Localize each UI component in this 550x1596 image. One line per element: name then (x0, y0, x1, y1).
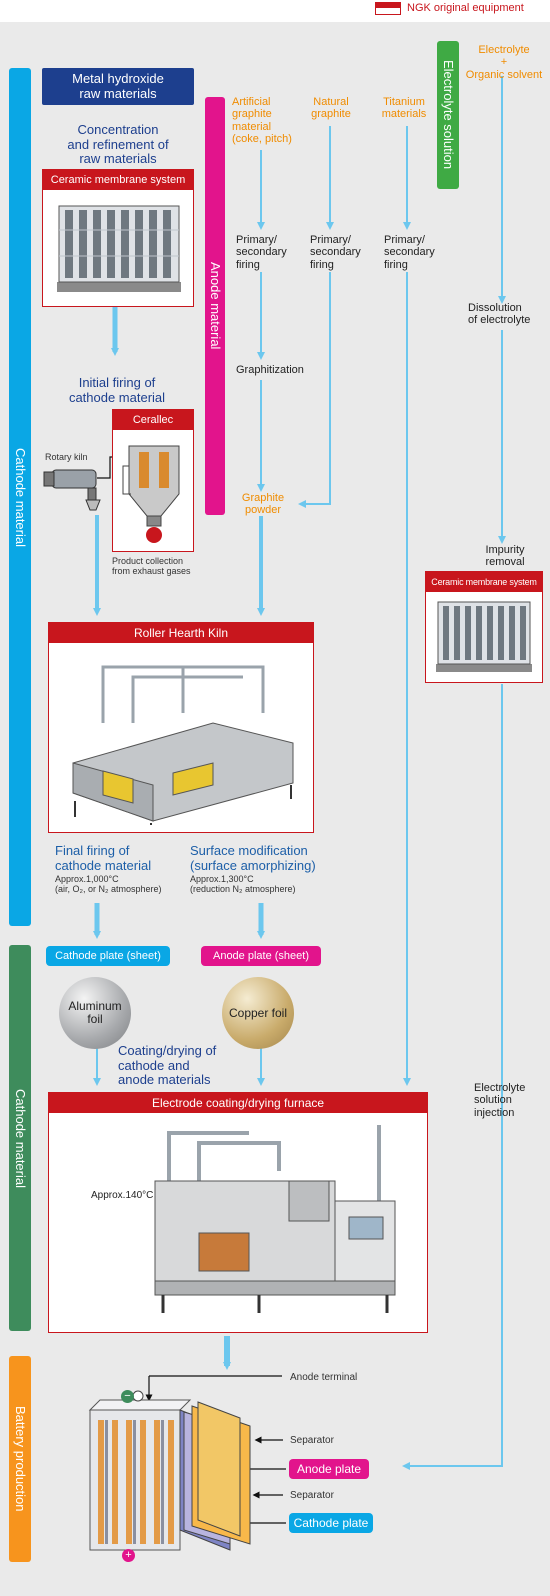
anode-terminal-label: Anode terminal (290, 1372, 358, 1383)
separator-label-1: Separator (290, 1435, 334, 1446)
graphite-powder-label: Graphite powder (241, 492, 285, 517)
anode-material-bar (205, 97, 225, 515)
coating-drying-label: Coating/drying of cathode and anode mate… (118, 1043, 217, 1088)
artificial-graphite-label: Artificial graphite material (coke, pitc… (232, 96, 292, 145)
furnace-temp-label: Approx.140°C (91, 1190, 154, 1201)
cathode-material-bar (9, 68, 31, 926)
surface-modification-detail: Approx.1,300°C (reduction N₂ atmosphere) (190, 874, 296, 895)
ceramic-membrane-card: Ceramic membrane system (42, 169, 194, 307)
graphitization-label: Graphitization (236, 364, 304, 376)
cathode-material-label: Cathode material (13, 447, 28, 547)
metal-hydroxide-label: Metal hydroxide raw materials (72, 71, 164, 101)
cathode-plate-badge: Cathode plate (289, 1513, 373, 1533)
copper-foil-circle: Copper foil (222, 977, 294, 1049)
injection-label: Electrolyte solution injection (474, 1082, 526, 1119)
metal-hydroxide-box (42, 68, 194, 105)
electrolyte-membrane-illustration (436, 601, 532, 672)
firing-label-1: Primary/ secondary firing (236, 234, 287, 271)
cathode-plate-sheet-badge: Cathode plate (sheet) (46, 946, 170, 966)
electrolyte-membrane-card: Ceramic membrane system (425, 571, 543, 683)
cell-cathode-material-bar (9, 945, 31, 1331)
legend-swatch (375, 2, 401, 15)
titanium-materials-label: Titanium materials (381, 96, 427, 121)
battery-production-bar (9, 1356, 31, 1562)
minus-terminal-icon: − (121, 1390, 134, 1403)
copper-foil-label: Copper foil (228, 1006, 288, 1020)
electrolyte-solution-label: Electrolyte solution (441, 60, 456, 170)
cerallec-title: Cerallec (113, 410, 193, 430)
battery-illustration (88, 1390, 251, 1551)
electrolyte-membrane-title: Ceramic membrane system (426, 572, 542, 592)
anode-plate-sheet-badge: Anode plate (sheet) (201, 946, 321, 966)
anode-plate-badge: Anode plate (289, 1459, 369, 1479)
roller-hearth-title: Roller Hearth Kiln (49, 623, 313, 643)
ceramic-membrane-illustration (57, 205, 181, 292)
aluminum-foil-label: Aluminum foil (68, 998, 122, 1026)
firing-label-2: Primary/ secondary firing (310, 234, 361, 271)
cell-cathode-material-label: Cathode material (13, 1088, 28, 1188)
impurity-label: Impurity removal (485, 544, 525, 569)
battery-production-label: Battery production (13, 1406, 28, 1512)
natural-graphite-label: Natural graphite (311, 96, 351, 121)
electrolyte-top-label: Electrolyte + Organic solvent (465, 44, 543, 81)
anode-material-label: Anode material (208, 262, 223, 350)
legend-label: NGK original equipment (407, 2, 524, 14)
coating-furnace-title: Electrode coating/drying furnace (49, 1093, 427, 1113)
final-firing-label: Final firing of cathode material (55, 843, 152, 873)
plus-terminal-icon: + (122, 1549, 135, 1562)
rotary-kiln-label: Rotary kiln (45, 452, 88, 462)
dissolution-label: Dissolution of electrolyte (468, 302, 531, 327)
ceramic-membrane-title: Ceramic membrane system (43, 170, 193, 190)
initial-firing-label: Initial firing of cathode material (68, 375, 166, 405)
electrolyte-solution-bar (437, 41, 459, 189)
cerallec-card: Cerallec (112, 409, 194, 552)
surface-modification-label: Surface modification (surface amorphizin… (190, 843, 316, 873)
separator-label-2: Separator (290, 1490, 334, 1501)
cerallec-illustration (122, 445, 180, 543)
coating-furnace-illustration (154, 1125, 396, 1313)
coating-furnace-card: Electrode coating/drying furnace (48, 1092, 428, 1333)
product-collection-label: Product collection from exhaust gases (112, 556, 191, 577)
arrow-electrolyte-to-battery (402, 684, 503, 1470)
roller-hearth-illustration (72, 665, 294, 825)
final-firing-detail: Approx.1,000°C (air, O₂, or N₂ atmospher… (55, 874, 162, 895)
rotary-kiln-icon (43, 469, 101, 511)
firing-label-3: Primary/ secondary firing (384, 234, 435, 271)
refinement-label: Concentration and refinement of raw mate… (67, 122, 169, 167)
aluminum-foil-circle: Aluminum foil (59, 977, 131, 1049)
roller-hearth-card: Roller Hearth Kiln (48, 622, 314, 833)
